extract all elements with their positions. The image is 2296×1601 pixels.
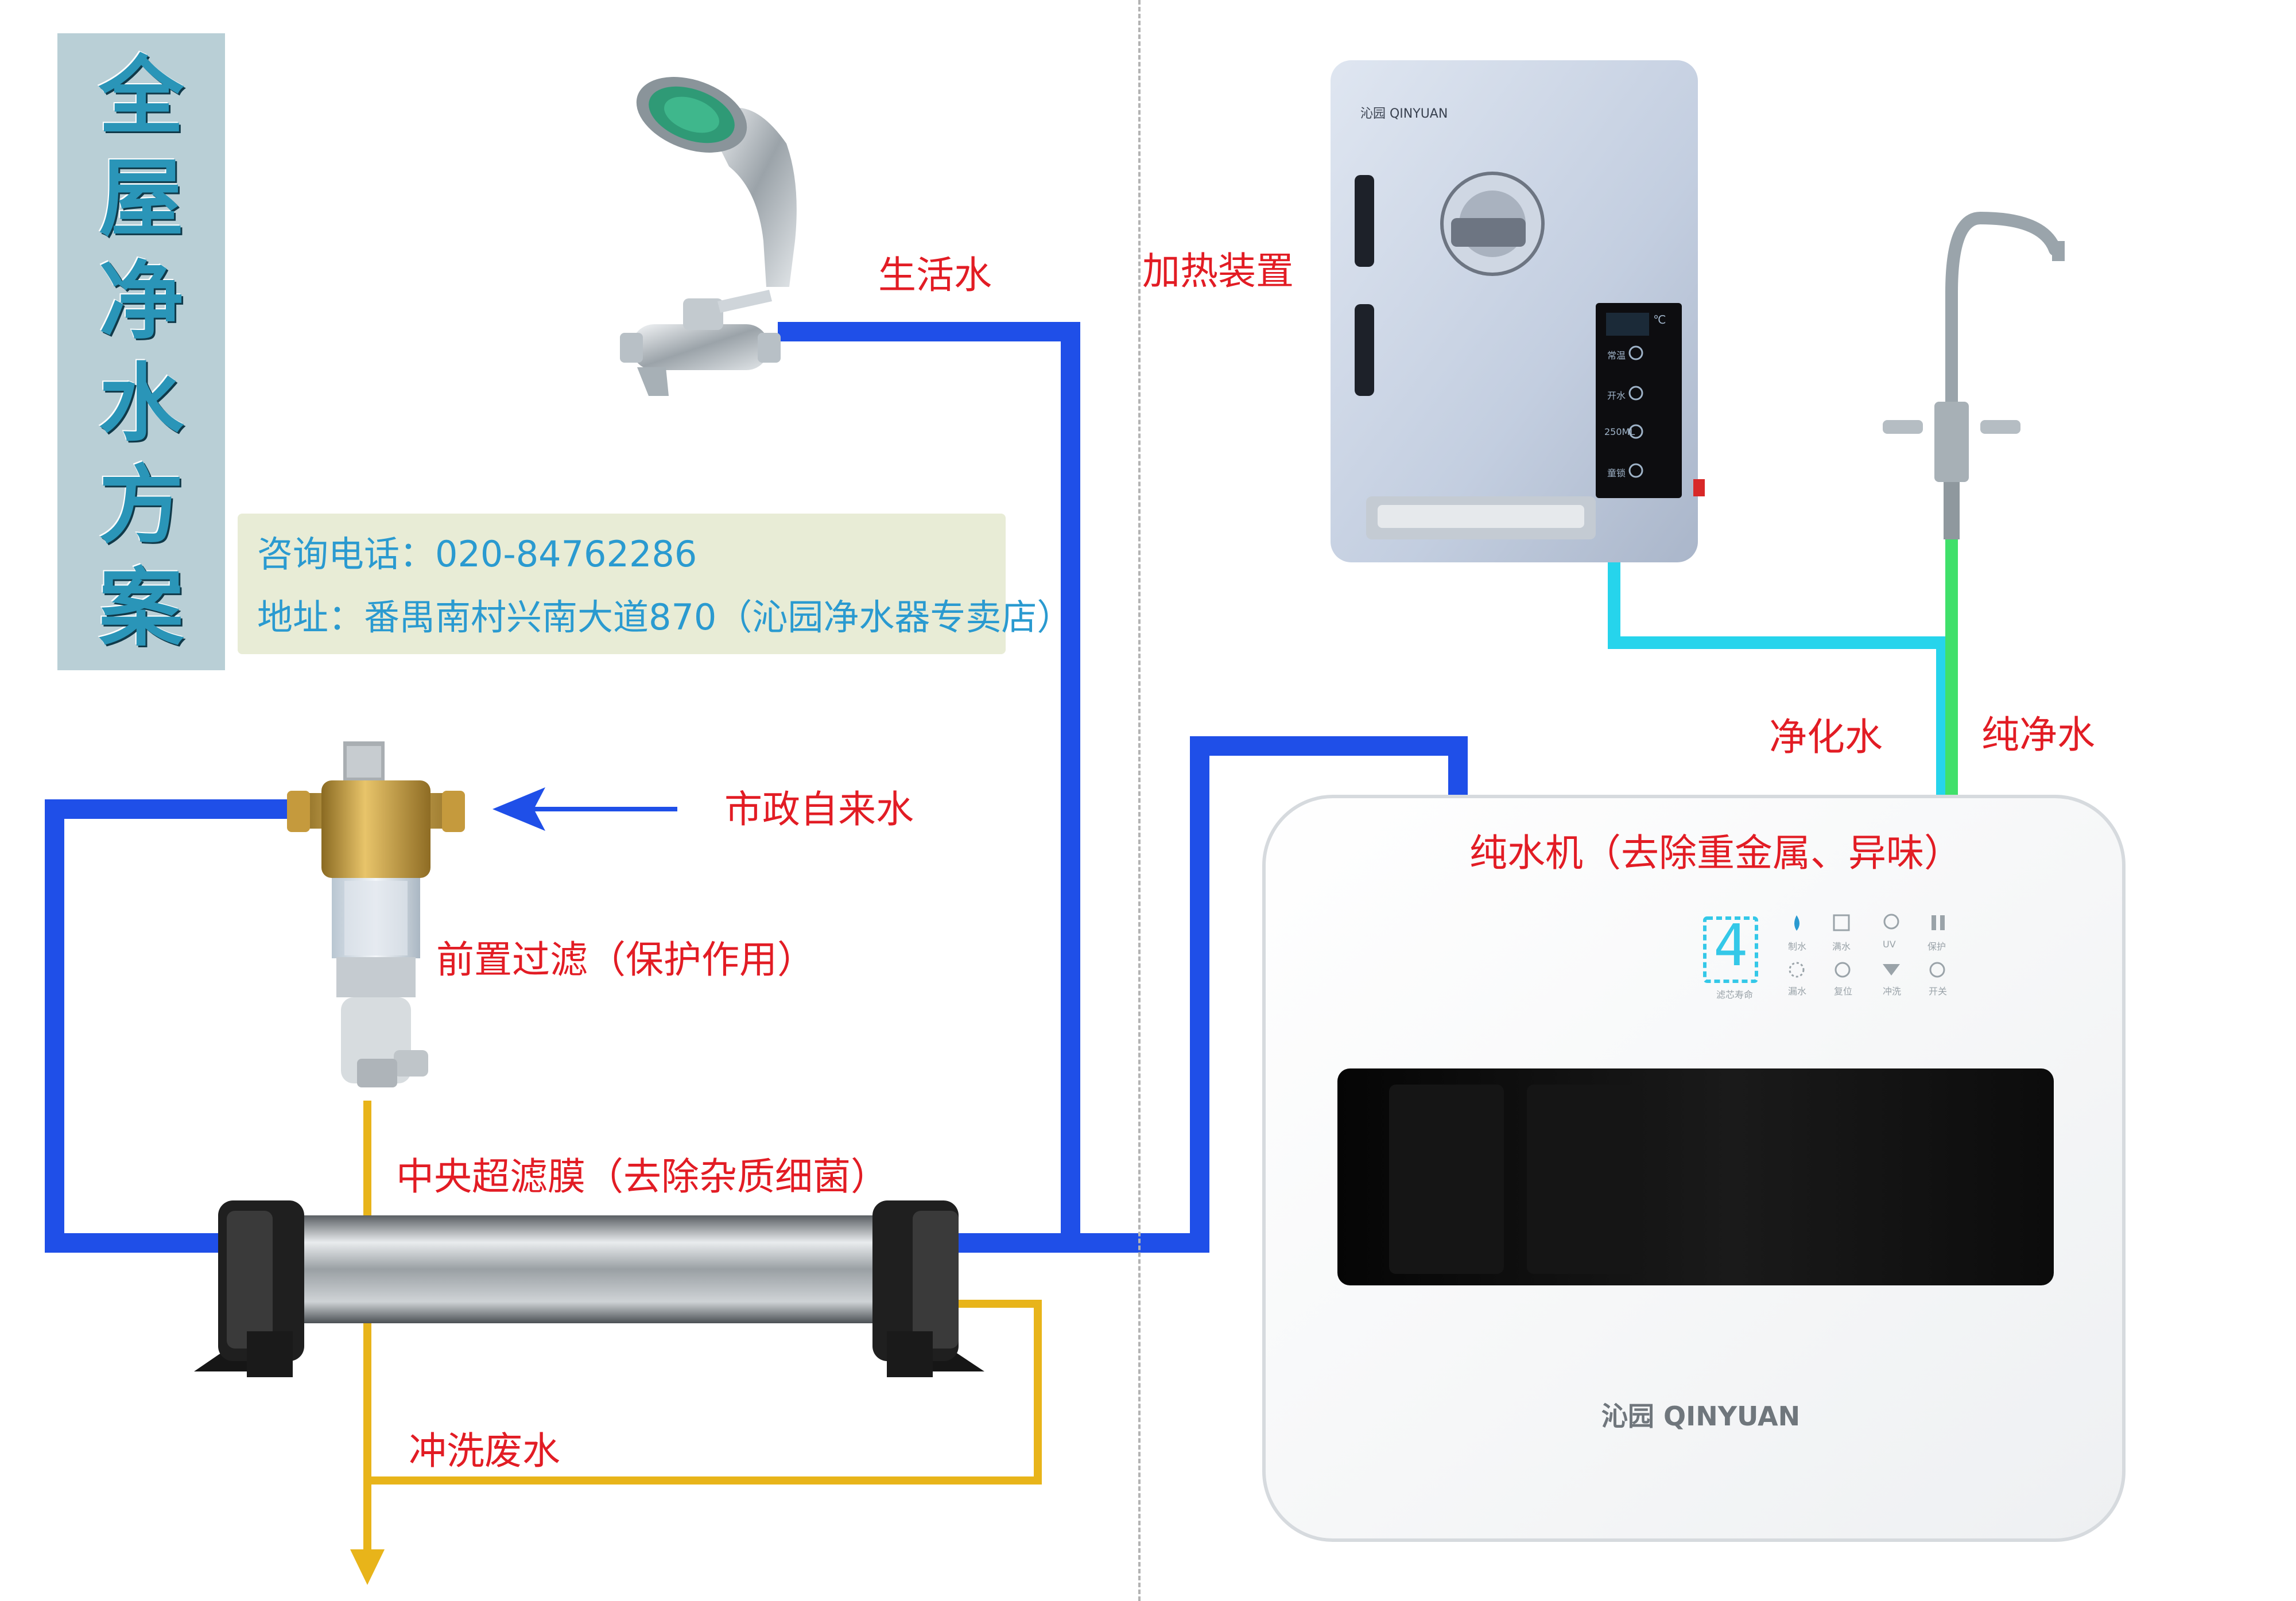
- label-central-uf: 中央超滤膜（去除杂质细菌）: [396, 1155, 889, 1199]
- ro-machine: [1262, 795, 2126, 1542]
- label-municipal-water: 市政自来水: [724, 787, 914, 831]
- label-ro-machine: 纯水机（去除重金属、异味）: [1469, 831, 1962, 875]
- ro-panel-label: 复位: [1834, 986, 1853, 997]
- dispenser-brand: 沁园 QINYUAN: [1360, 107, 1448, 121]
- label-domestic-water: 生活水: [878, 253, 992, 297]
- uf-membrane: [194, 1200, 984, 1377]
- ro-panel-caption: 滤芯寿命: [1716, 989, 1754, 1000]
- shower-head-icon: [636, 77, 797, 287]
- contact-phone: 咨询电话：020-84762286: [257, 533, 697, 575]
- title-char: 屋: [99, 148, 184, 248]
- dispenser-button-label: 250ML: [1604, 426, 1635, 437]
- drinking-faucet-icon: [1883, 211, 2065, 539]
- ro-panel-label: 漏水: [1788, 986, 1807, 997]
- blue-pipe-filter-to-membrane: [45, 799, 298, 1253]
- label-heating-device: 加热装置: [1142, 249, 1294, 293]
- title-char: 方: [99, 455, 184, 555]
- blue-pipe-membrane-to-ro: [953, 736, 1468, 1253]
- blue-pipes: [45, 322, 1468, 1253]
- blue-pipe-domestic-riser: [778, 322, 1080, 1243]
- ro-panel-label: 开关: [1929, 986, 1948, 997]
- pre-filter: [287, 741, 465, 1087]
- ro-panel-label: 满水: [1832, 941, 1851, 952]
- label-purified-water: 净化水: [1769, 715, 1883, 759]
- title-char: 水: [99, 353, 184, 453]
- ro-panel-label: 冲洗: [1883, 986, 1902, 997]
- contact-address: 地址：番禺南村兴南大道870（沁园净水器专卖店）: [257, 596, 1073, 638]
- wall-dispenser: [1331, 60, 1705, 562]
- dispenser-button-label: 开水: [1607, 390, 1626, 401]
- waste-pipe: [363, 1101, 1042, 1555]
- label-pre-filter: 前置过滤（保护作用）: [436, 938, 815, 982]
- title-char: 全: [99, 46, 184, 146]
- ro-panel-label: UV: [1883, 939, 1896, 950]
- title-char: 案: [99, 557, 184, 658]
- ro-panel-label: 保护: [1927, 941, 1946, 952]
- ro-display-digit: 4: [1713, 912, 1748, 979]
- ro-brand: 沁园 QINYUAN: [1601, 1401, 1801, 1432]
- cyan-pipe: [1608, 554, 1949, 799]
- title-char: 净: [99, 250, 184, 351]
- title-box: 全 屋 净 水 方 案: [57, 33, 225, 670]
- dispenser-unit: ℃: [1653, 313, 1666, 327]
- contact-box: 咨询电话：020-84762286 地址：番禺南村兴南大道870（沁园净水器专卖…: [238, 514, 1072, 654]
- mixer-tap-icon: [620, 290, 781, 396]
- waste-arrow-head: [350, 1549, 385, 1585]
- label-pure-water: 纯净水: [1981, 713, 2095, 757]
- ro-panel-label: 制水: [1788, 941, 1807, 952]
- label-flush-waste: 冲洗废水: [409, 1429, 560, 1473]
- municipal-arrow: [492, 787, 677, 831]
- divider-line: [1138, 0, 1141, 1601]
- ro-output-pipes: [1608, 534, 1958, 799]
- dispenser-button-label: 童锁: [1607, 468, 1626, 479]
- dispenser-button-label: 常温: [1607, 350, 1626, 361]
